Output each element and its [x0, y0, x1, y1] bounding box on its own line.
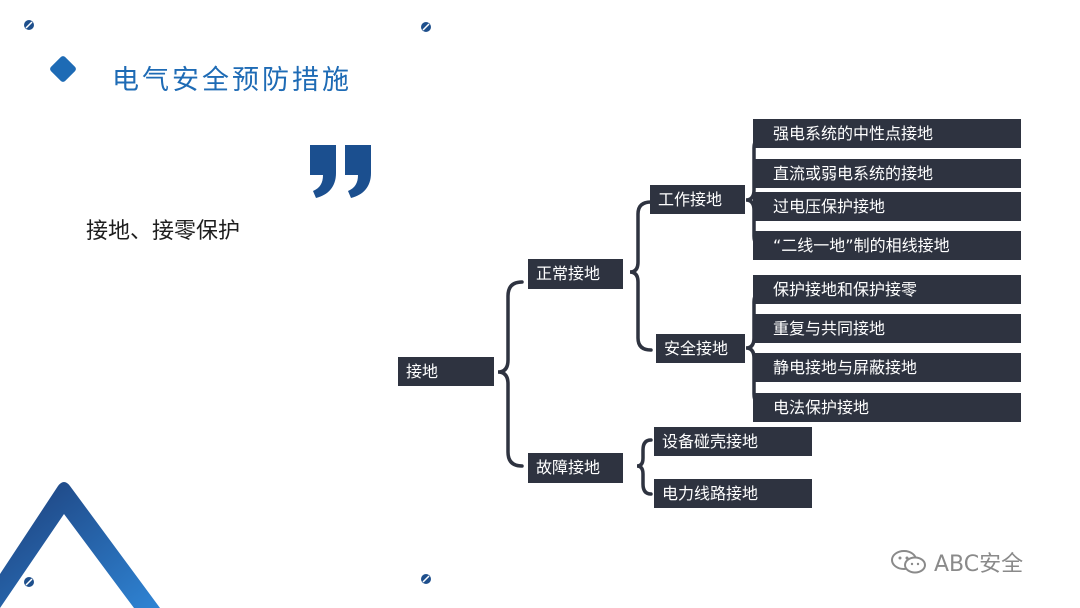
leaf-fault-1: 电力线路接地 — [654, 479, 812, 508]
node-fault: 故障接地 — [528, 453, 623, 483]
leaf-work-2: 过电压保护接地 — [753, 192, 1021, 221]
leaf-safety-3: 电法保护接地 — [753, 393, 1021, 422]
corner-dot-icon — [421, 574, 431, 584]
slide-subtitle: 接地、接零保护 — [86, 219, 241, 244]
node-safety: 安全接地 — [656, 334, 745, 363]
leaf-work-3: “二线一地”制的相线接地 — [753, 231, 1021, 260]
node-normal: 正常接地 — [528, 259, 623, 289]
leaf-safety-2: 静电接地与屏蔽接地 — [753, 353, 1021, 382]
watermark: ABC安全 — [890, 546, 1023, 578]
leaf-work-0: 强电系统的中性点接地 — [753, 119, 1021, 148]
corner-dot-icon — [421, 22, 431, 32]
wechat-icon — [891, 550, 926, 574]
leaf-safety-1: 重复与共同接地 — [753, 314, 1021, 343]
watermark-text: ABC安全 — [934, 552, 1024, 577]
leaf-fault-0: 设备碰壳接地 — [654, 427, 812, 456]
leaf-work-1: 直流或弱电系统的接地 — [753, 159, 1021, 188]
decor-triangle — [0, 482, 160, 608]
quote-mark-icon — [310, 145, 371, 198]
leaf-safety-0: 保护接地和保护接零 — [753, 275, 1021, 304]
corner-dot-icon — [24, 577, 34, 587]
corner-dot-icon — [24, 20, 34, 30]
node-root: 接地 — [398, 357, 494, 386]
node-work: 工作接地 — [650, 185, 745, 214]
slide-title: 电气安全预防措施 — [112, 65, 352, 96]
